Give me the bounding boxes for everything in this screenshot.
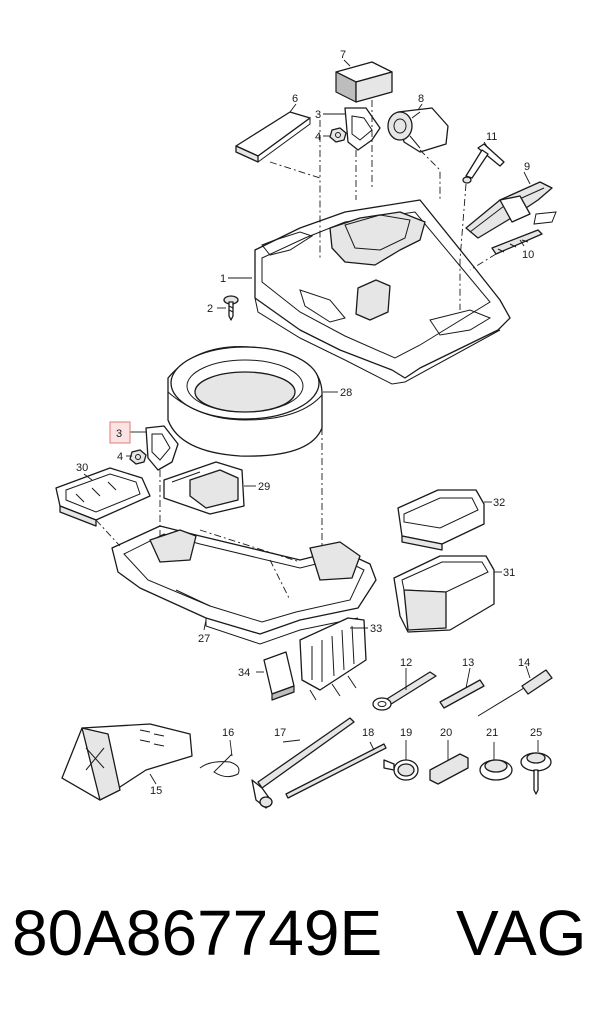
- part-1-storage-tray: [254, 199, 511, 385]
- callout-32: 32: [493, 497, 505, 509]
- callout-14: 14: [518, 657, 530, 669]
- part-3-bracket-top: [344, 107, 381, 151]
- part-4-nut-mid: [129, 449, 147, 465]
- part-34-pad: [263, 651, 295, 701]
- callout-3-highlight: [109, 421, 131, 444]
- guide-line: [469, 253, 497, 271]
- part-30-small-tray: [55, 467, 151, 527]
- callout-21: 21: [486, 727, 498, 739]
- part-31-storage-box: [393, 555, 495, 633]
- part-13-tube: [439, 679, 485, 709]
- callout-10: 10: [522, 249, 534, 261]
- callout-8: 8: [418, 93, 424, 105]
- callout-19: 19: [400, 727, 412, 739]
- part-33-grille: [299, 617, 367, 701]
- part-17-tire-iron: [251, 717, 355, 809]
- callout-25: 25: [530, 727, 542, 739]
- callout-34: 34: [238, 667, 250, 679]
- part-8-compressor: [387, 107, 449, 153]
- callout-30: 30: [76, 462, 88, 474]
- part-10-jack-handle: [491, 229, 543, 255]
- part-3-bracket-mid: [145, 425, 179, 471]
- part-27-base-tray: [111, 525, 377, 645]
- callout-29: 29: [258, 481, 270, 493]
- callout-13: 13: [462, 657, 474, 669]
- callout-28: 28: [340, 387, 352, 399]
- callout-3-mid: 3: [116, 428, 122, 440]
- part-14-screwdriver: [477, 669, 553, 717]
- part-29-foam-insert: [163, 461, 245, 515]
- callout-1: 1: [220, 273, 226, 285]
- part-7-box: [335, 61, 393, 103]
- leader-lines: [83, 59, 539, 785]
- part-11-wrench-handle: [462, 143, 505, 184]
- callout-18: 18: [362, 727, 374, 739]
- callout-15: 15: [150, 785, 162, 797]
- part-18-rod: [285, 743, 387, 799]
- callout-6: 6: [292, 93, 298, 105]
- callout-4-top: 4: [315, 131, 321, 143]
- guide-line: [459, 183, 467, 310]
- brand-label: VAG: [456, 897, 587, 969]
- callout-7: 7: [340, 49, 346, 61]
- guide-line: [419, 149, 441, 200]
- callout-3-top: 3: [315, 109, 321, 121]
- guide-line: [199, 529, 301, 563]
- callout-27: 27: [198, 633, 210, 645]
- part-19-pressure-gauge: [383, 759, 419, 781]
- callout-20: 20: [440, 727, 452, 739]
- callout-17: 17: [274, 727, 286, 739]
- exploded-parts-diagram: 1 2 3 4 6 7 8 11 9 10 28 3 4 30 29 32 31…: [55, 49, 557, 809]
- part-15-warning-triangle: [61, 723, 193, 801]
- part-2-screw: [223, 295, 239, 321]
- callout-31: 31: [503, 567, 515, 579]
- part-6-foam-block: [235, 111, 311, 163]
- part-16-spring-clip: [199, 753, 240, 778]
- part-number-label: 80A867749E: [12, 897, 383, 969]
- part-9-scissor-jack: [465, 181, 557, 239]
- part-20-clip: [429, 753, 469, 785]
- callout-4-mid: 4: [117, 451, 123, 463]
- callout-12: 12: [400, 657, 412, 669]
- callout-33: 33: [370, 623, 382, 635]
- part-21-cap: [479, 759, 513, 781]
- callout-16: 16: [222, 727, 234, 739]
- part-4-nut-top: [329, 127, 347, 143]
- callout-2: 2: [207, 303, 213, 315]
- part-32-insert-cover: [397, 489, 485, 551]
- callout-labels: 1 2 3 4 6 7 8 11 9 10 28 3 4 30 29 32 31…: [76, 49, 542, 797]
- guide-line: [269, 161, 321, 260]
- callout-11: 11: [486, 131, 497, 143]
- part-28-wheel-ring: [167, 345, 323, 457]
- part-25-bolt: [520, 752, 552, 795]
- guide-line: [95, 519, 121, 547]
- callout-9: 9: [524, 161, 530, 173]
- part-12-wrench: [372, 671, 437, 711]
